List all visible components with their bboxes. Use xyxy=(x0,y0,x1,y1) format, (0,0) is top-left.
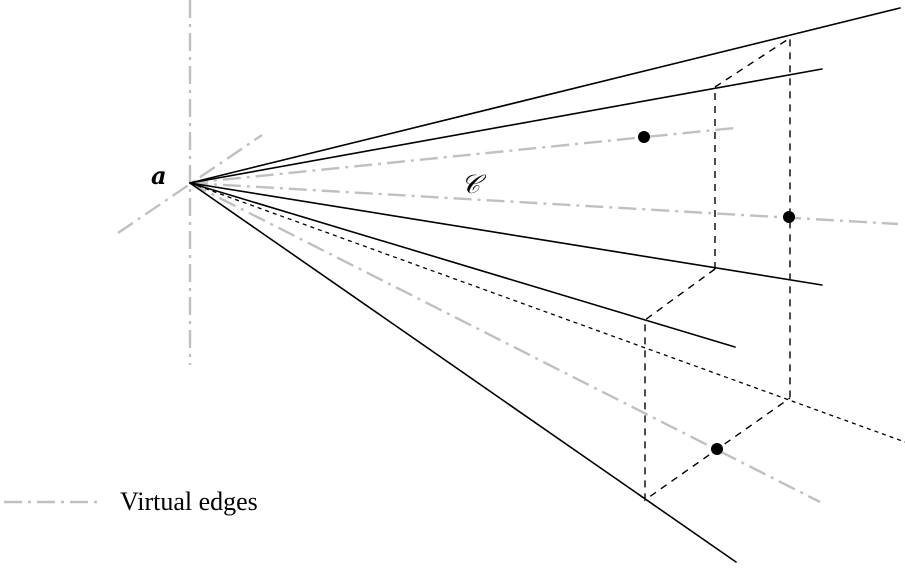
marked-points xyxy=(638,131,795,455)
virtual-axis-diagonal xyxy=(117,134,263,234)
virtual-edges xyxy=(117,0,899,504)
section-upper xyxy=(714,36,791,398)
point-upper xyxy=(638,131,650,143)
edge-middle xyxy=(189,182,823,286)
point-middle xyxy=(783,211,795,223)
edge-lower-inner xyxy=(189,182,736,348)
cone-edges xyxy=(189,7,901,563)
edge-bottom-outer xyxy=(189,182,737,563)
virtual-ray-middle xyxy=(189,181,899,226)
virtual-ray-upper xyxy=(189,126,736,185)
hidden-ray xyxy=(189,182,905,443)
legend: Virtual edges xyxy=(4,487,258,516)
cone-label: 𝒞 xyxy=(461,170,487,200)
vertex-label: a xyxy=(151,161,167,190)
edge-top-outer xyxy=(189,7,901,184)
point-lower xyxy=(711,443,723,455)
legend-label-virtual-edges: Virtual edges xyxy=(120,487,258,516)
section-lower xyxy=(644,268,791,502)
edge-top-inner xyxy=(189,68,823,184)
cross-sections xyxy=(644,36,791,502)
virtual-ray-lower xyxy=(189,181,821,504)
